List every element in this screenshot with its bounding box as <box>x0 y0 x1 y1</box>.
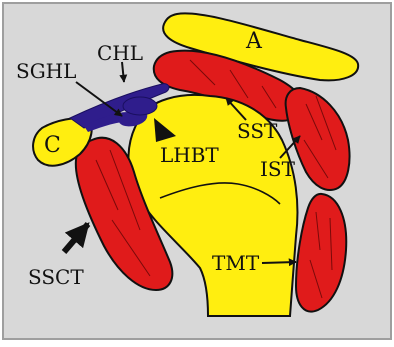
long-head-biceps-tendon <box>123 97 157 115</box>
label-tmt: TMT <box>212 251 260 275</box>
label-lhbt: LHBT <box>160 143 219 167</box>
label-sst: SST <box>237 119 278 143</box>
arrow-tmt <box>262 262 296 263</box>
label-ist: IST <box>260 157 296 181</box>
label-acromion: A <box>245 29 263 54</box>
label-coracoid: C <box>44 133 61 158</box>
label-sghl: SGHL <box>16 59 76 83</box>
label-ssct: SSCT <box>28 265 84 289</box>
label-chl: CHL <box>97 41 143 65</box>
